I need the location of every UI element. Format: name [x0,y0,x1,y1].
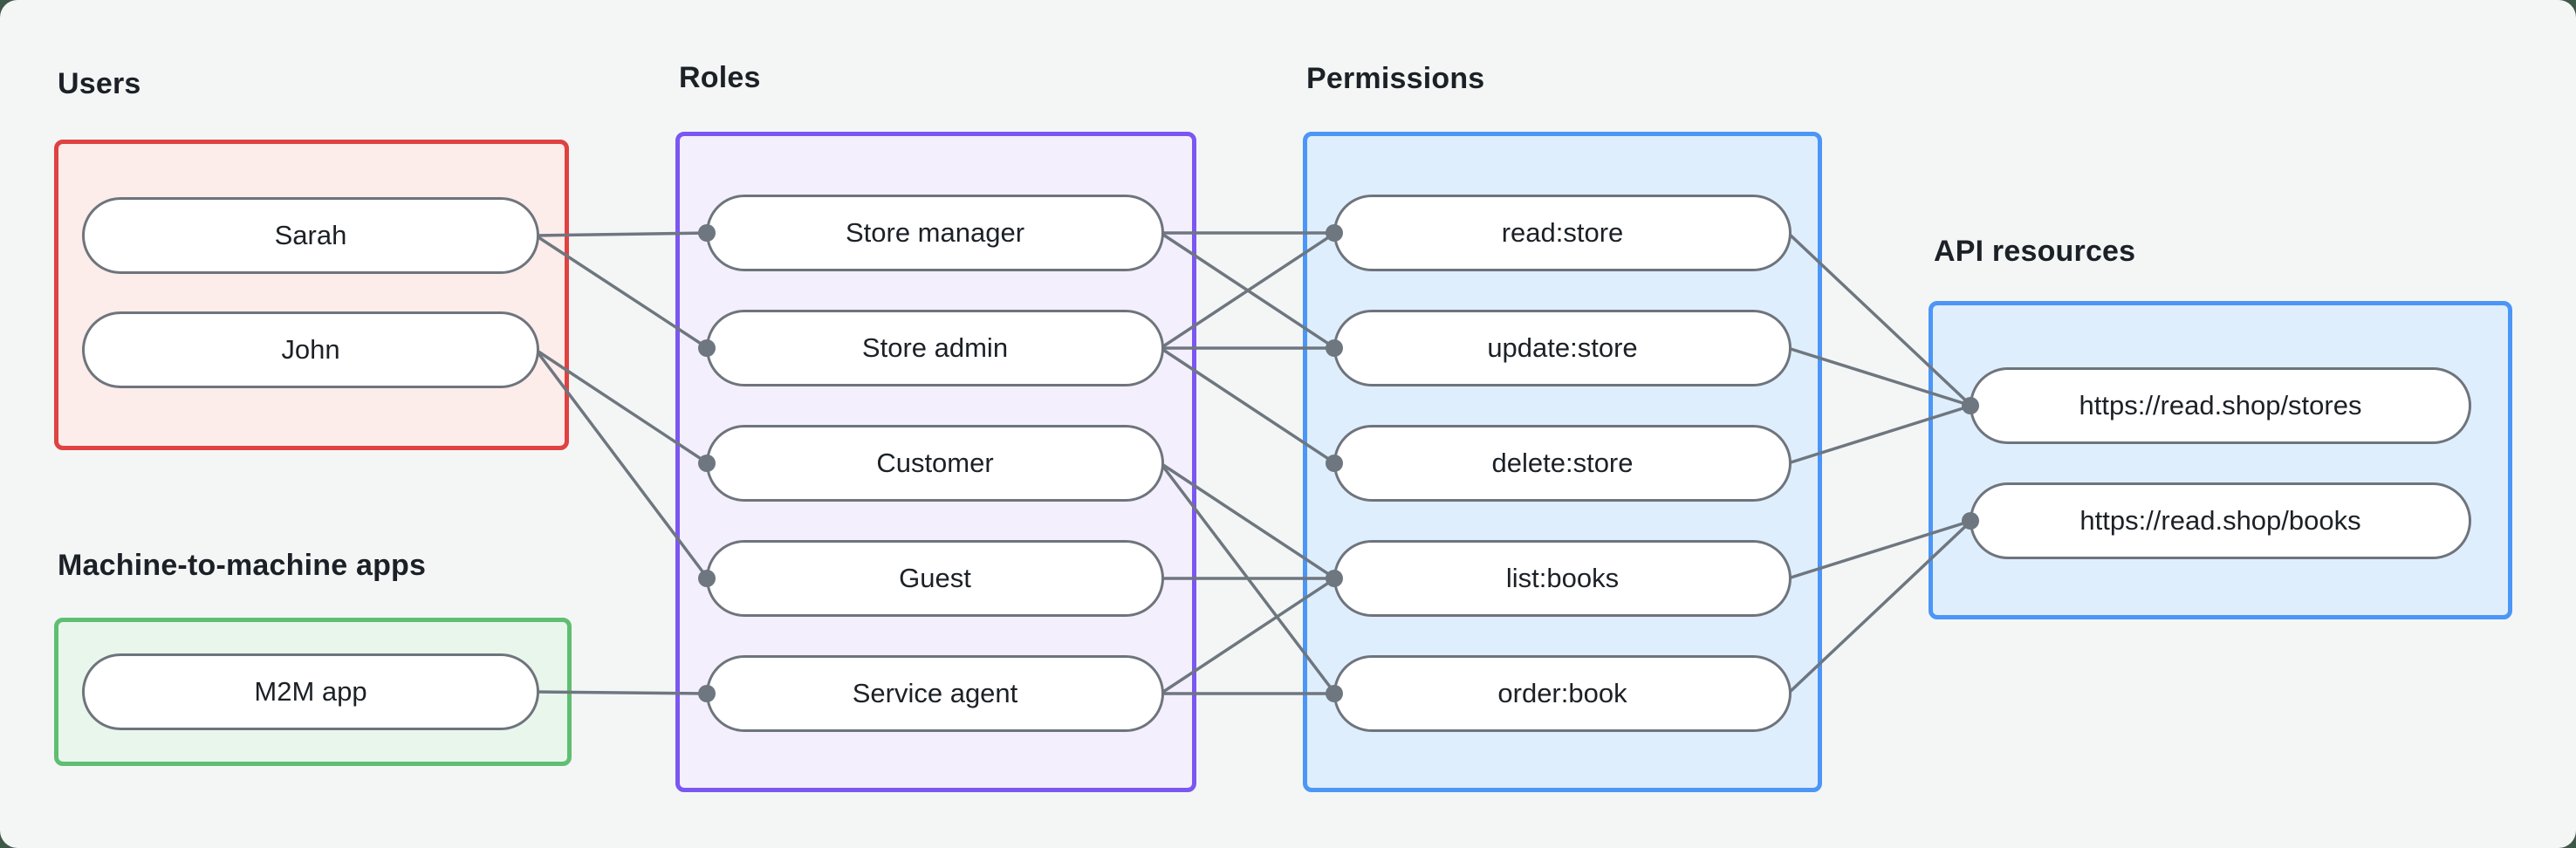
users-section-label: Users [58,67,141,100]
node-list-books: list:books [1333,540,1792,617]
node-update-store: update:store [1333,310,1792,386]
node-m2m-app: M2M app [82,653,539,730]
node-store-admin: Store admin [706,310,1164,386]
api-resources-group-box [1929,301,2512,619]
m2m-section-label: Machine-to-machine apps [58,549,427,582]
users-group-box [54,140,569,450]
node-customer: Customer [706,425,1164,502]
node-store-manager: Store manager [706,195,1164,271]
node-john: John [82,311,539,388]
node-stores: https://read.shop/stores [1970,367,2471,444]
node-sarah: Sarah [82,197,539,274]
node-read-store: read:store [1333,195,1792,271]
node-delete-store: delete:store [1333,425,1792,502]
permissions-section-label: Permissions [1306,62,1485,95]
node-guest: Guest [706,540,1164,617]
roles-section-label: Roles [679,61,761,94]
node-order-book: order:book [1333,655,1792,732]
node-books: https://read.shop/books [1970,482,2471,559]
node-service-agent: Service agent [706,655,1164,732]
api-resources-section-label: API resources [1934,235,2136,268]
